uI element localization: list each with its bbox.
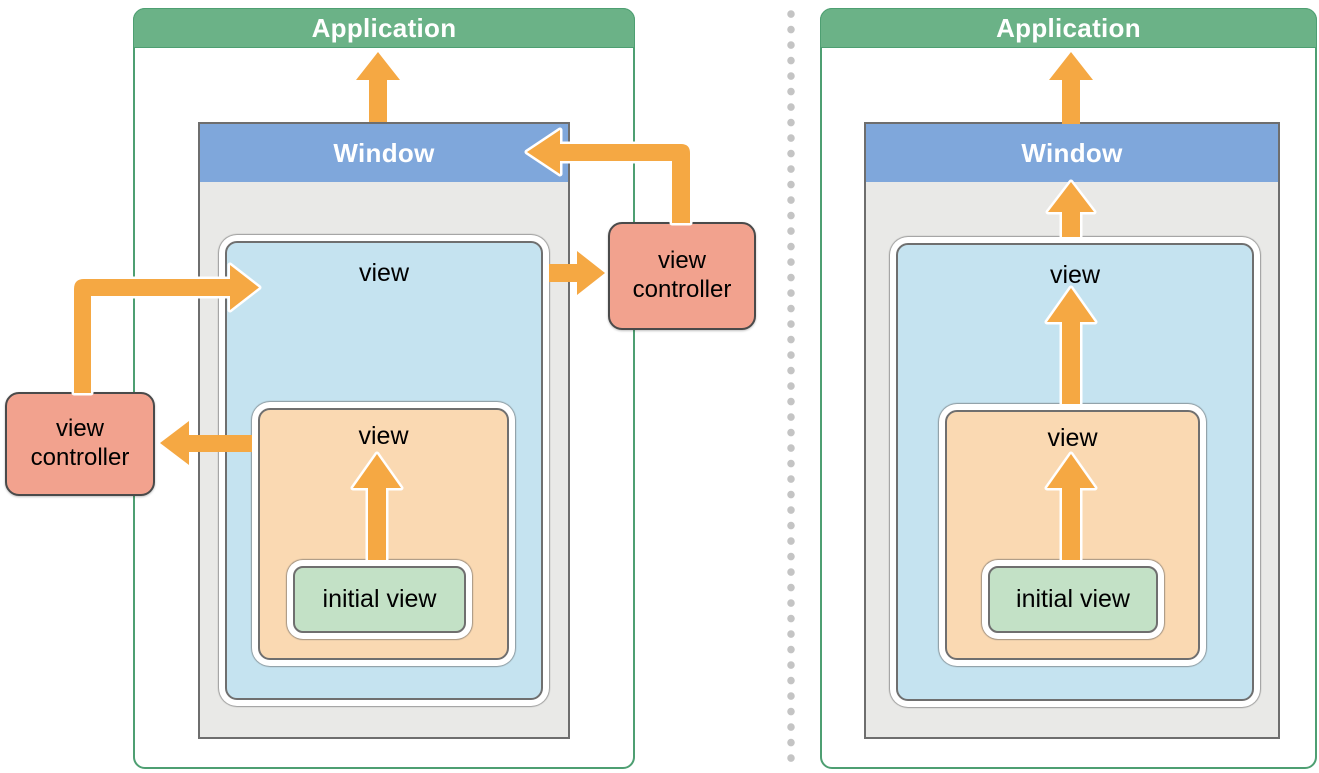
left-view-controller-box: view controller: [5, 392, 155, 496]
left-application-header: Application: [133, 8, 635, 48]
left-child-view: view initial view: [252, 402, 515, 666]
left-initial-view-fill: [293, 566, 466, 633]
left-root-view: view view initial view: [219, 235, 549, 706]
left-initial-view-label: initial view: [322, 585, 437, 613]
left-application-label: Application: [311, 12, 457, 43]
left-window: Window view view initial view: [198, 122, 570, 739]
right-window-header: Window: [866, 124, 1278, 182]
left-window-header: Window: [200, 124, 568, 182]
right-initial-view-label: initial view: [1016, 585, 1130, 613]
right-application-panel: Application Window view view initial vie…: [820, 8, 1317, 769]
right-view-controller-label: view controller: [632, 247, 732, 303]
right-application-label: Application: [996, 12, 1141, 43]
left-child-view-label: view: [358, 422, 409, 450]
right-root-view: view view initial view: [890, 237, 1260, 707]
left-root-view-label: view: [358, 259, 409, 287]
right-initial-view: initial view: [982, 560, 1164, 639]
left-window-label: Window: [333, 137, 435, 168]
right-window: Window view view initial view: [864, 122, 1280, 739]
right-child-view-label: view: [1047, 424, 1098, 452]
left-initial-view: initial view: [287, 560, 472, 639]
left-application-panel: Application Window view view initial vie…: [133, 8, 635, 769]
right-view-controller-box: view controller: [608, 222, 756, 330]
left-view-controller-label: view controller: [30, 415, 130, 471]
right-root-view-label: view: [1049, 261, 1100, 289]
right-child-view: view initial view: [939, 404, 1206, 666]
right-initial-view-fill: [988, 566, 1158, 633]
right-application-header: Application: [820, 8, 1317, 48]
right-window-label: Window: [1021, 137, 1123, 168]
